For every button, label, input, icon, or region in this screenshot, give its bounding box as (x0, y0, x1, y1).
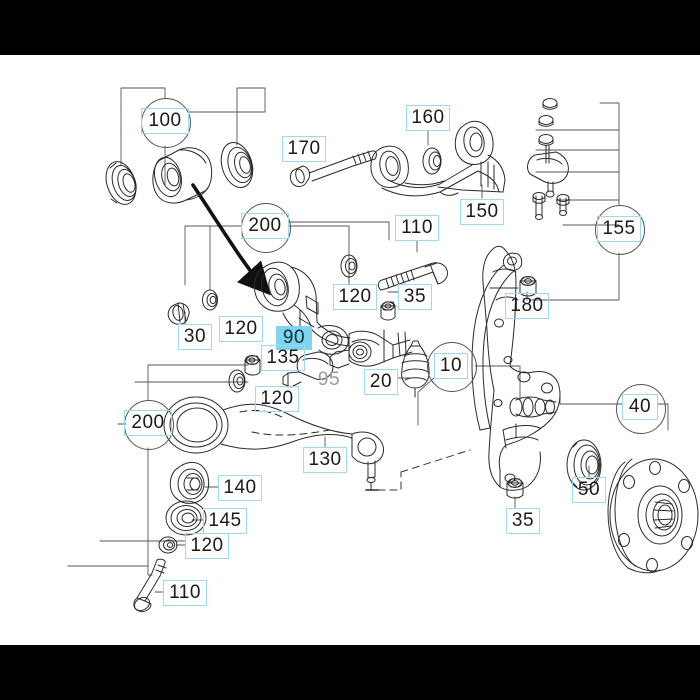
part-callout-110[interactable]: 110 (163, 580, 207, 606)
part-callout-150[interactable]: 150 (460, 199, 504, 225)
part-callout-120[interactable]: 120 (185, 533, 229, 559)
part-callout-120[interactable]: 120 (333, 284, 377, 310)
letterbox-bar-bottom (0, 645, 700, 700)
part-callout-20[interactable]: 20 (364, 369, 398, 395)
part-callout-120[interactable]: 120 (255, 386, 299, 412)
part-callout-35[interactable]: 35 (398, 284, 432, 310)
part-callout-140[interactable]: 140 (218, 475, 262, 501)
part-callout-200[interactable]: 200 (124, 410, 172, 436)
letterbox-bar-top (0, 0, 700, 55)
part-callout-110[interactable]: 110 (395, 215, 439, 241)
part-callout-50[interactable]: 50 (572, 477, 606, 503)
part-callout-100[interactable]: 100 (141, 108, 189, 134)
part-callout-10[interactable]: 10 (434, 353, 468, 379)
part-callout-35[interactable]: 35 (506, 508, 540, 534)
callout-circle-10 (427, 342, 477, 392)
part-callout-135[interactable]: 135 (261, 345, 305, 371)
part-callout-40[interactable]: 40 (622, 394, 658, 420)
diagram-canvas (0, 55, 700, 645)
part-callout-180[interactable]: 180 (505, 293, 549, 319)
part-callout-90-selected[interactable]: 90 (276, 326, 312, 350)
callout-circle-40 (616, 384, 666, 434)
part-callout-30[interactable]: 30 (178, 324, 212, 350)
part-callout-160[interactable]: 160 (406, 105, 450, 131)
part-callout-130[interactable]: 130 (303, 447, 347, 473)
part-callout-155[interactable]: 155 (597, 216, 641, 242)
part-callout-120[interactable]: 120 (219, 316, 263, 342)
part-callout-145[interactable]: 145 (203, 508, 247, 534)
part-callout-170[interactable]: 170 (282, 136, 326, 162)
callout-circle-155 (595, 205, 645, 255)
part-callout-95[interactable]: 95 (317, 369, 341, 390)
part-callout-200[interactable]: 200 (241, 213, 289, 239)
